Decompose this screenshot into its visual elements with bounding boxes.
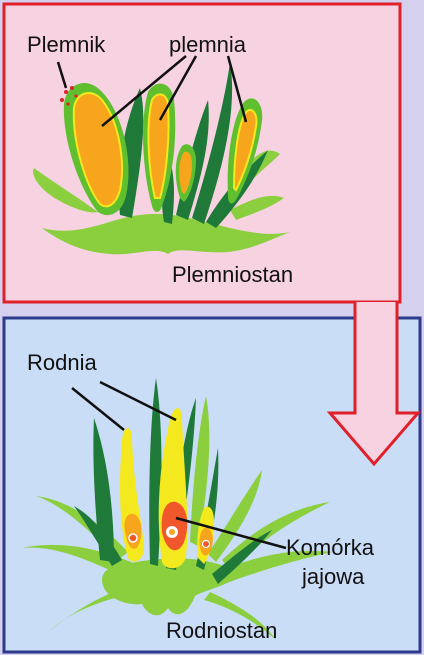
plemniostan-label: Plemniostan [172, 262, 293, 287]
rodniostan-label: Rodniostan [166, 618, 277, 643]
plemnia-label: plemnia [169, 32, 247, 57]
rodnia-label: Rodnia [27, 350, 97, 375]
plemnik-label: Plemnik [27, 32, 106, 57]
komorka-jajowa-label-line2: jajowa [301, 564, 365, 589]
komorka-jajowa-cell [203, 541, 210, 548]
komorka-jajowa-label-line1: Komórka [286, 535, 375, 560]
komorka-jajowa-nucleus [169, 529, 175, 535]
komorka-jajowa-cell [129, 534, 137, 542]
